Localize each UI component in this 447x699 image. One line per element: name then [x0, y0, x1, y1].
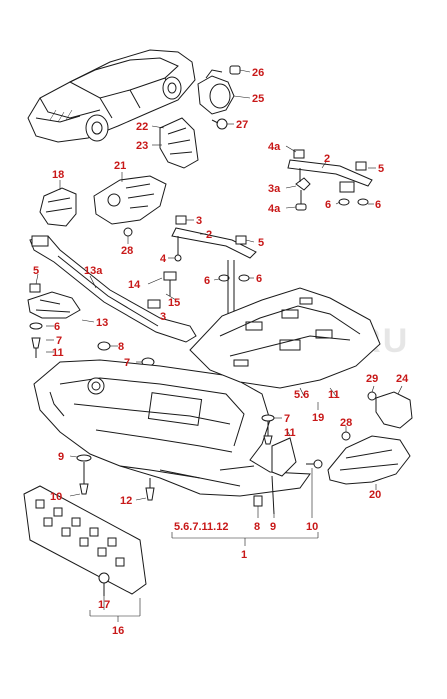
callout-14: 14 — [128, 279, 141, 291]
callout-13a: 13a — [84, 265, 103, 277]
callout-19: 19 — [312, 412, 324, 424]
callout-24: 24 — [396, 373, 409, 385]
callout-20: 20 — [369, 489, 381, 501]
callout-6-right-2: 6 — [375, 199, 381, 211]
callout-9-bottom: 9 — [270, 521, 276, 533]
callout-16: 16 — [112, 625, 124, 637]
callout-13: 13 — [96, 317, 108, 329]
part-28-clip — [123, 227, 133, 244]
callout-10-left: 10 — [50, 491, 62, 503]
callout-2-top: 2 — [324, 153, 330, 165]
callout-6-middle-2: 6 — [256, 273, 262, 285]
part-14-15-bolts — [147, 271, 177, 309]
callout-1: 1 — [241, 549, 247, 561]
callout-9-left: 9 — [58, 451, 64, 463]
callout-4a-top: 4a — [268, 141, 281, 153]
callout-5-left: 5 — [33, 265, 39, 277]
part-2-crossmember-upper — [285, 145, 376, 211]
callout-6-middle-1: 6 — [204, 275, 210, 287]
part-26-clip — [229, 65, 251, 75]
callout-17: 17 — [98, 599, 110, 611]
part-27-bolt — [211, 118, 234, 130]
callout-11-right-2: 11 — [284, 427, 296, 439]
part-16-skid-plate — [23, 485, 147, 622]
part-13-bracket-rail — [27, 291, 95, 323]
callout-3-lower: 3 — [160, 311, 166, 323]
callout-27: 27 — [236, 119, 248, 131]
callout-11-left: 11 — [52, 347, 64, 359]
part-21-splash-guard — [93, 172, 167, 225]
callout-28-lower: 28 — [340, 417, 352, 429]
part-20-side-shield — [327, 426, 411, 490]
callout-labels: 26 25 27 22 23 18 21 28 4a 2 5 3a 4a 6 6… — [33, 67, 409, 637]
callout-4a-bottom: 4a — [268, 203, 281, 215]
callout-21: 21 — [114, 160, 126, 172]
callout-12: 12 — [120, 495, 132, 507]
part-23-heat-shield — [151, 117, 199, 169]
callout-4-middle: 4 — [160, 253, 167, 265]
callout-7-left: 7 — [56, 335, 62, 347]
part-19-rear-tray — [189, 287, 381, 410]
callout-26: 26 — [252, 67, 264, 79]
callout-7-right: 7 — [284, 413, 290, 425]
part-bottom-fasteners — [69, 414, 323, 518]
part-13a-front-bar — [29, 235, 197, 343]
callout-3a: 3a — [268, 183, 281, 195]
callout-22: 22 — [136, 121, 148, 133]
callout-10-bottom: 10 — [306, 521, 318, 533]
callout-5-6-right: 5.6 — [294, 389, 309, 401]
callout-11-right: 11 — [328, 389, 340, 401]
callout-15: 15 — [168, 297, 180, 309]
callout-7-middle: 7 — [124, 357, 130, 369]
part-18-cover — [39, 180, 77, 227]
callout-25: 25 — [252, 93, 264, 105]
callout-29: 29 — [366, 373, 378, 385]
part-1-group-bracket — [171, 532, 319, 546]
callout-6-right-1: 6 — [325, 199, 331, 211]
callout-8-left: 8 — [118, 341, 124, 353]
callout-18: 18 — [52, 169, 64, 181]
callout-6-left: 6 — [54, 321, 60, 333]
callout-8-bottom: 8 — [254, 521, 260, 533]
callout-5-6-7-11-12: 5.6.7.11.12 — [174, 521, 228, 533]
callout-2-middle: 2 — [206, 229, 212, 241]
callout-28-upper: 28 — [121, 245, 133, 257]
car-illustration — [27, 49, 196, 143]
part-25-bracket — [197, 69, 251, 115]
callout-5-middle: 5 — [258, 237, 264, 249]
part-1-underbody-tray — [33, 359, 311, 497]
part-24-wheel-liner-bracket — [367, 385, 413, 429]
callout-23: 23 — [136, 140, 148, 152]
callout-3-middle: 3 — [196, 215, 202, 227]
callout-5-top: 5 — [378, 163, 384, 175]
